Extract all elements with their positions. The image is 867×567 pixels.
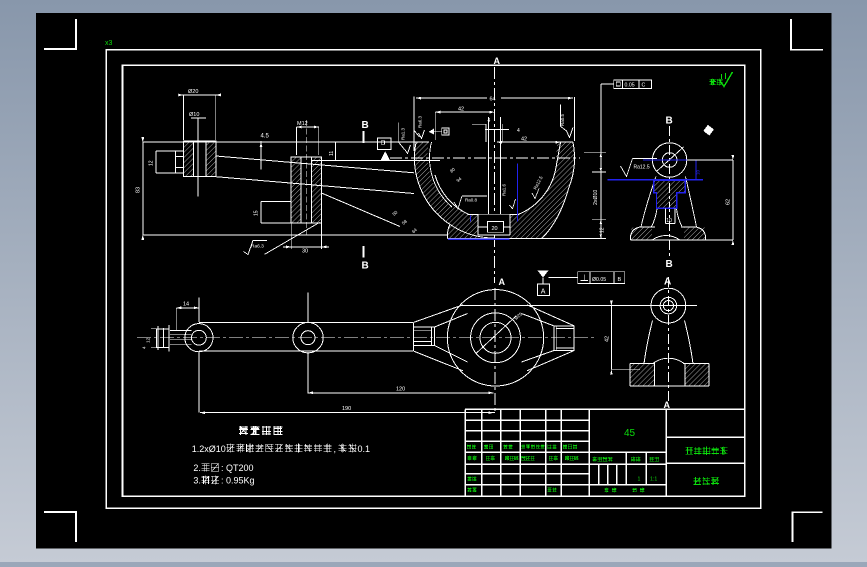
svg-text:x3: x3 xyxy=(105,40,113,47)
svg-text:Ra12.5: Ra12.5 xyxy=(532,175,543,191)
svg-text:58: 58 xyxy=(401,218,408,225)
svg-text:A: A xyxy=(541,288,546,295)
svg-text:4: 4 xyxy=(488,118,491,124)
svg-text:12: 12 xyxy=(600,227,606,233)
svg-text:45: 45 xyxy=(624,428,636,439)
svg-text:Ra1.3: Ra1.3 xyxy=(401,127,406,140)
svg-text:0.05: 0.05 xyxy=(625,83,635,89)
svg-text:M12: M12 xyxy=(297,121,308,127)
svg-text:Ra0.8: Ra0.8 xyxy=(465,198,478,203)
svg-text:Ra0.5: Ra0.5 xyxy=(560,113,565,126)
svg-text:20: 20 xyxy=(492,226,498,232)
svg-text:A: A xyxy=(664,400,671,410)
svg-text:Ø10: Ø10 xyxy=(189,112,199,118)
svg-text:2xØ10: 2xØ10 xyxy=(593,190,599,205)
svg-text:1: 1 xyxy=(638,477,641,483)
svg-text:42: 42 xyxy=(458,106,464,112)
svg-text:4.5: 4.5 xyxy=(261,134,270,140)
svg-text:Ø25: Ø25 xyxy=(513,311,523,321)
svg-text:94: 94 xyxy=(455,176,462,183)
svg-text:1.2xØ10: 1.2xØ10 xyxy=(192,444,226,454)
svg-text:3.: 3. xyxy=(193,476,201,486)
svg-text:42: 42 xyxy=(605,336,611,342)
svg-text:64: 64 xyxy=(490,96,496,102)
svg-text:: 0.95Kg: : 0.95Kg xyxy=(221,476,255,486)
svg-text:62: 62 xyxy=(726,199,732,205)
svg-text:12: 12 xyxy=(149,160,155,166)
svg-text:B: B xyxy=(618,277,622,283)
svg-text:30: 30 xyxy=(302,249,308,255)
svg-text:190: 190 xyxy=(342,406,351,412)
svg-text:83: 83 xyxy=(136,187,142,193)
svg-text:10: 10 xyxy=(666,218,672,224)
svg-text:Ra12.5: Ra12.5 xyxy=(634,165,650,171)
svg-text:0.1: 0.1 xyxy=(358,444,371,454)
svg-text:Ra6.3: Ra6.3 xyxy=(251,244,264,250)
svg-text:B: B xyxy=(666,116,673,127)
svg-text:11: 11 xyxy=(329,151,335,156)
svg-text:Ø20: Ø20 xyxy=(188,89,198,95)
svg-text:4: 4 xyxy=(142,346,147,349)
svg-text:4: 4 xyxy=(517,128,520,134)
svg-text:42: 42 xyxy=(521,136,527,142)
svg-text:2.: 2. xyxy=(193,463,201,473)
svg-text:64: 64 xyxy=(411,227,418,234)
svg-text:120: 120 xyxy=(396,386,405,392)
svg-text:12: 12 xyxy=(146,337,152,343)
svg-text:B: B xyxy=(362,261,369,272)
svg-text:,: , xyxy=(334,444,337,454)
svg-text:A: A xyxy=(494,56,501,66)
svg-text:B: B xyxy=(666,259,673,270)
svg-text:15: 15 xyxy=(254,210,260,216)
svg-text:80: 80 xyxy=(449,166,456,173)
svg-text:1:1: 1:1 xyxy=(650,477,657,483)
svg-text:Ø0.05: Ø0.05 xyxy=(592,277,606,283)
svg-text:14: 14 xyxy=(183,301,189,307)
svg-text:C: C xyxy=(642,83,646,89)
svg-text:50: 50 xyxy=(391,209,398,216)
svg-text:A: A xyxy=(499,277,506,287)
svg-text:Ra6.3: Ra6.3 xyxy=(418,115,423,128)
svg-text:10: 10 xyxy=(696,169,701,175)
svg-text:A: A xyxy=(664,277,671,288)
svg-text:Ra1.6: Ra1.6 xyxy=(502,183,507,196)
svg-text:B: B xyxy=(362,120,369,131)
svg-text:: QT200: : QT200 xyxy=(221,463,254,473)
